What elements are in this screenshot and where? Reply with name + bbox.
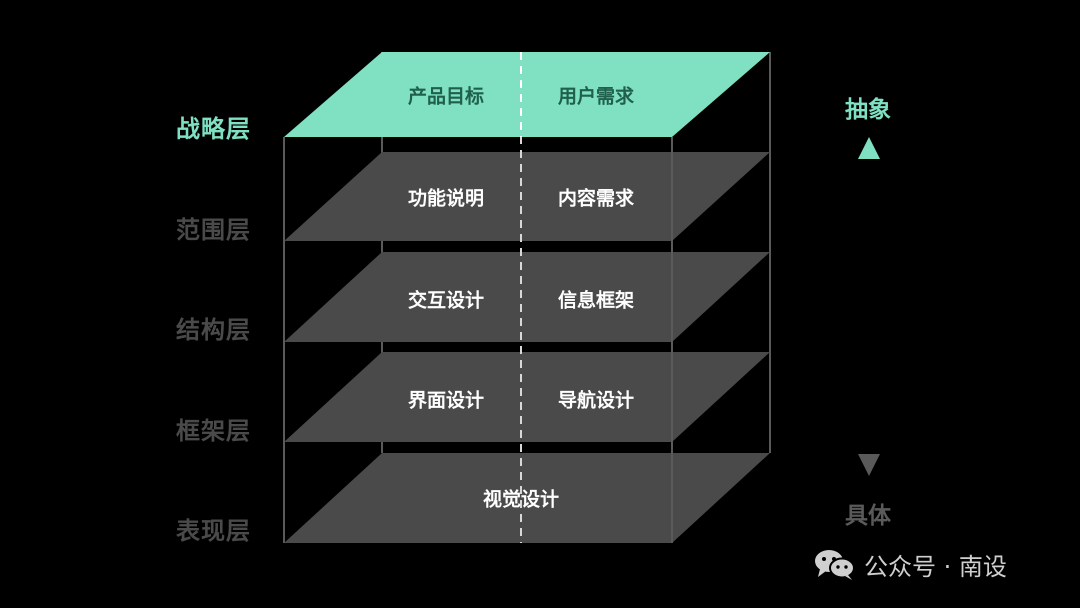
axis-label-abstract: 抽象 — [845, 97, 891, 123]
watermark: 公众号 · 南设 — [812, 546, 1007, 582]
wechat-icon — [815, 550, 855, 580]
arrow-down-icon — [858, 454, 880, 476]
strategy-right-text: 用户需求 — [557, 85, 635, 108]
layer-plane-surface — [284, 453, 770, 543]
layer-label-strategy: 战略层 — [176, 115, 251, 143]
layer-label-skeleton: 框架层 — [176, 417, 251, 445]
layer-plane-strategy — [284, 52, 770, 137]
surface-center-text: 视觉设计 — [482, 488, 560, 511]
skeleton-right-text: 导航设计 — [557, 389, 635, 412]
layer-label-structure: 结构层 — [176, 316, 251, 344]
layer-plane-structure — [284, 252, 770, 342]
layer-plane-scope — [284, 152, 770, 241]
layer-plane-skeleton — [284, 352, 770, 442]
arrow-up-icon — [858, 137, 880, 159]
scope-right-text: 内容需求 — [557, 187, 635, 210]
layer-label-surface: 表现层 — [176, 517, 251, 545]
watermark-text: 公众号 · 南设 — [864, 552, 1007, 581]
layer-label-scope: 范围层 — [176, 216, 251, 244]
structure-left-text: 交互设计 — [407, 289, 485, 312]
skeleton-left-text: 界面设计 — [407, 389, 485, 412]
strategy-left-text: 产品目标 — [407, 85, 485, 108]
structure-right-text: 信息框架 — [557, 289, 635, 312]
axis-label-concrete: 具体 — [845, 503, 891, 529]
scope-left-text: 功能说明 — [407, 187, 485, 210]
